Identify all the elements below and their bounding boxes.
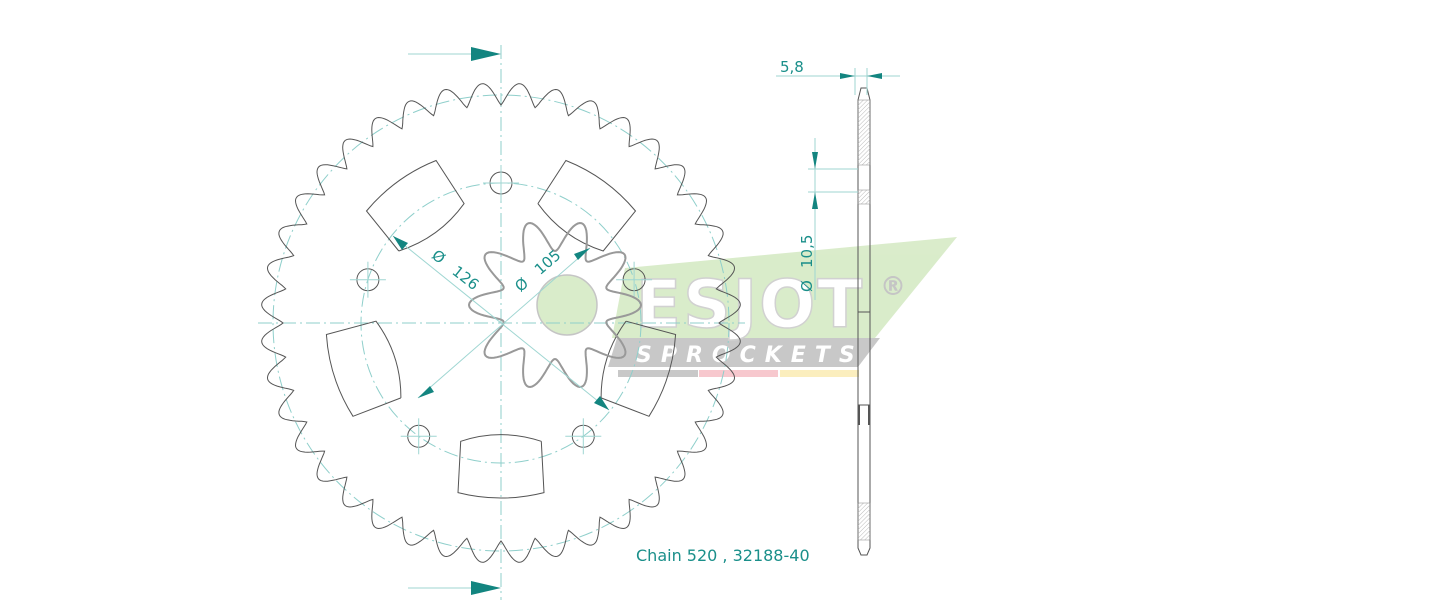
logo-tagline-text: SPROCKETS [636,343,864,368]
side-profile-outline [857,87,871,556]
dim-126-prefix: Ø [428,246,449,268]
side-hatch-bottom [857,502,871,541]
bolt-holes [349,165,653,455]
side-hatch-top [857,99,871,166]
part-caption: Chain 520 , 32188-40 [636,546,810,565]
logo-grey-band [608,338,880,367]
section-arrow-top [408,47,501,61]
esjot-logo: ESJOT ® SPROCKETS [536,237,957,377]
sprocket-teeth-outline [261,83,741,563]
dimension-bolt-hole: Ø 10,5 [798,138,858,300]
dim-bolt-hole-value: 10,5 [798,235,816,268]
pitch-circle [272,94,730,552]
logo-stripe-yellow [780,370,859,377]
logo-registered-mark: ® [880,272,906,302]
section-arrow-bottom [408,581,501,595]
arrow-126-bottom [594,396,609,410]
side-profile [857,87,871,556]
dim-105-prefix: Ø [511,274,532,295]
dim-126-value: 126 [449,262,483,294]
dimension-thickness: 5,8 [776,58,900,95]
logo-stripe-pink [699,370,778,377]
arrow-126-top [393,236,408,250]
dim-bolt-hole-prefix: Ø [798,280,816,292]
arrow-105-bottom [418,386,434,398]
side-hatch-hole [857,189,871,205]
logo-green-band [612,237,957,338]
logo-brand-text: ESJOT [636,266,864,343]
dim-105-value: 105 [531,246,564,278]
logo-green-circle [536,274,598,336]
arrow-105-top [574,248,590,260]
dim-thickness-value: 5,8 [780,58,804,76]
logo-stripe-grey [618,370,698,377]
